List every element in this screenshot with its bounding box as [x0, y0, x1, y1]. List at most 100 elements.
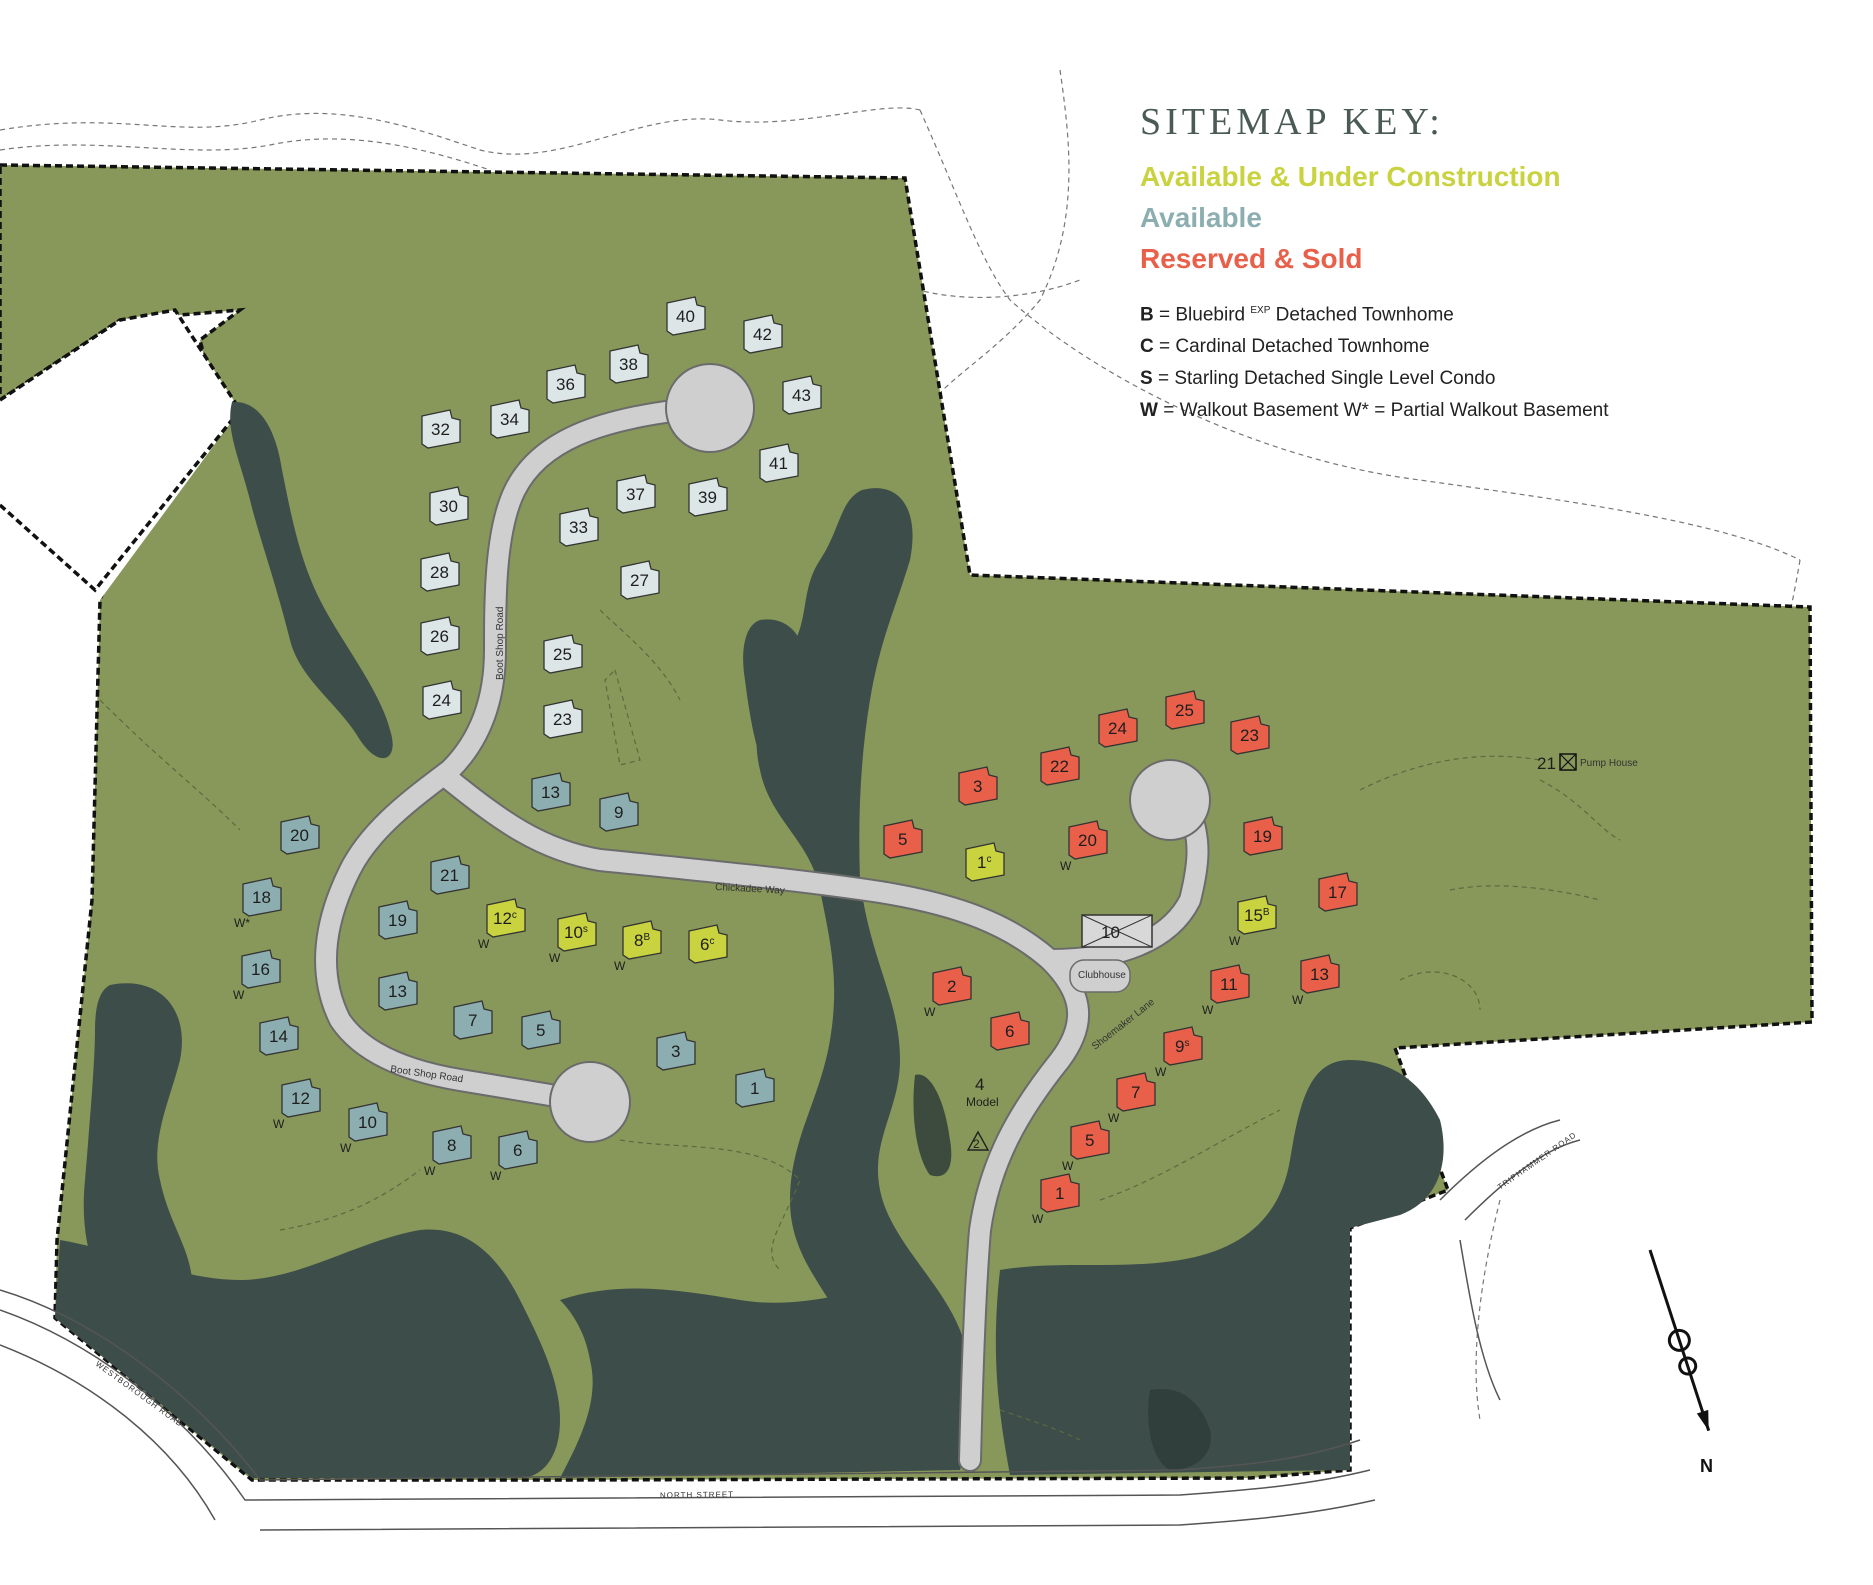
lot-available-21[interactable]: 21 [430, 855, 470, 895]
lot-type-code: s [583, 924, 588, 935]
lot-sold-6[interactable]: 6 [990, 1011, 1030, 1051]
lot-number: 25 [553, 645, 572, 664]
lot-number: 7 [1131, 1083, 1140, 1102]
lot-available-13[interactable]: 13 [531, 772, 571, 812]
lot-pale-28[interactable]: 28 [420, 552, 460, 592]
hatched-areas [913, 1074, 1211, 1470]
lot-sold-23[interactable]: 23 [1230, 715, 1270, 755]
lot-pale-41[interactable]: 41 [759, 443, 799, 483]
internal-roads [326, 398, 1197, 1472]
lot-pale-23[interactable]: 23 [543, 699, 583, 739]
lot-available-5[interactable]: 5 [521, 1010, 561, 1050]
lot-number: 27 [630, 571, 649, 590]
lot-walkout-marker: W [490, 1169, 502, 1183]
lot-pale-40[interactable]: 40 [666, 296, 706, 336]
lot-number: 41 [769, 454, 788, 473]
lot-pale-36[interactable]: 36 [546, 364, 586, 404]
lot-footprint [281, 1078, 321, 1118]
lot-number: 14 [269, 1027, 288, 1046]
lot-number: 1 [1055, 1184, 1064, 1203]
lot-construction-1c[interactable]: 1c [965, 842, 1005, 882]
lot-available-14[interactable]: 14 [259, 1016, 299, 1056]
lot-available-10[interactable]: 10W [340, 1102, 388, 1155]
lot-pale-25[interactable]: 25 [543, 634, 583, 674]
lot-number: 13 [1310, 965, 1329, 984]
lot-sold-3[interactable]: 3 [958, 766, 998, 806]
lot-sold-17[interactable]: 17 [1318, 872, 1358, 912]
lot-footprint [559, 507, 599, 547]
lot-footprint [958, 766, 998, 806]
lot-number: 12 [291, 1089, 310, 1108]
lot-type-code: c [709, 936, 714, 947]
lot-available-13[interactable]: 13 [378, 971, 418, 1011]
lot-pale-38[interactable]: 38 [609, 344, 649, 384]
lot-sold-13[interactable]: 13W [1292, 954, 1340, 1007]
lot-available-19[interactable]: 19 [378, 900, 418, 940]
lot-available-12[interactable]: 12W [273, 1078, 321, 1131]
lot-sold-5[interactable]: 5 [883, 819, 923, 859]
lot-available-20[interactable]: 20 [280, 815, 320, 855]
lot-footprint [965, 842, 1005, 882]
lot-type-code: s [1184, 1038, 1189, 1049]
lot-pale-39[interactable]: 39 [688, 477, 728, 517]
lot-pale-26[interactable]: 26 [420, 616, 460, 656]
lot-sold-7[interactable]: 7W [1108, 1072, 1156, 1125]
lot-pale-24[interactable]: 24 [422, 680, 462, 720]
lot-footprint [1116, 1072, 1156, 1112]
north-street-label: NORTH STREET [660, 1490, 734, 1500]
lot-sold-5[interactable]: 5W [1062, 1120, 1110, 1173]
lot-number: 5 [536, 1021, 545, 1040]
lot-construction-8B[interactable]: 8BW [614, 920, 662, 973]
lot-number: 2 [947, 977, 956, 996]
lot-footprint [543, 699, 583, 739]
lot-sold-11[interactable]: 11W [1202, 964, 1250, 1017]
lot-pale-33[interactable]: 33 [559, 507, 599, 547]
lot-sold-25[interactable]: 25 [1165, 690, 1205, 730]
lot-sold-22[interactable]: 22 [1040, 746, 1080, 786]
lot-pale-37[interactable]: 37 [616, 474, 656, 514]
lot-sold-9s[interactable]: 9sW [1155, 1026, 1203, 1079]
external-roads [0, 1119, 1581, 1531]
lot-pale-43[interactable]: 43 [782, 375, 822, 415]
lot-footprint [1165, 690, 1205, 730]
lot-footprint [259, 1016, 299, 1056]
lot-footprint [990, 1011, 1030, 1051]
lot-walkout-marker: W [273, 1117, 285, 1131]
lot-available-3[interactable]: 3 [656, 1031, 696, 1071]
lot-pale-42[interactable]: 42 [743, 314, 783, 354]
lot-available-18[interactable]: 18W* [234, 877, 282, 930]
lot-construction-6c[interactable]: 6c [688, 924, 728, 964]
lot-footprint [932, 966, 972, 1006]
lot-available-9[interactable]: 9 [599, 792, 639, 832]
excluded-parcel [0, 310, 240, 600]
lot-available-1[interactable]: 1 [735, 1068, 775, 1108]
lot-available-16[interactable]: 16W [233, 949, 281, 1002]
small-marker-number: 2 [973, 1137, 980, 1151]
lot-walkout-marker: W [1202, 1003, 1214, 1017]
lot-sold-2[interactable]: 2W [924, 966, 972, 1019]
lot-number: 11 [1220, 975, 1238, 994]
legend-code-starling: S = Starling Detached Single Level Condo [1140, 368, 1496, 390]
lot-pale-34[interactable]: 34 [490, 399, 530, 439]
north-arrow-icon [1648, 1249, 1711, 1432]
lot-type-code: c [512, 910, 517, 921]
lot-pale-27[interactable]: 27 [620, 560, 660, 600]
lot-pale-32[interactable]: 32 [421, 409, 461, 449]
wetlands [55, 401, 1444, 1478]
lot-sold-19[interactable]: 19 [1243, 816, 1283, 856]
north-label: N [1700, 1456, 1713, 1476]
lot-available-8[interactable]: 8W [424, 1125, 472, 1178]
lot-footprint [1243, 816, 1283, 856]
lot-sold-20[interactable]: 20W [1060, 820, 1108, 873]
lot-available-6[interactable]: 6W [490, 1130, 538, 1183]
lot-sold-24[interactable]: 24 [1098, 708, 1138, 748]
legend-code-cardinal: C = Cardinal Detached Townhome [1140, 336, 1430, 358]
lot-available-7[interactable]: 7 [453, 1000, 493, 1040]
cul-de-sacs [549, 363, 1211, 1143]
lot-sold-1[interactable]: 1W [1032, 1173, 1080, 1226]
lot-pale-30[interactable]: 30 [429, 486, 469, 526]
lot-footprint [609, 344, 649, 384]
